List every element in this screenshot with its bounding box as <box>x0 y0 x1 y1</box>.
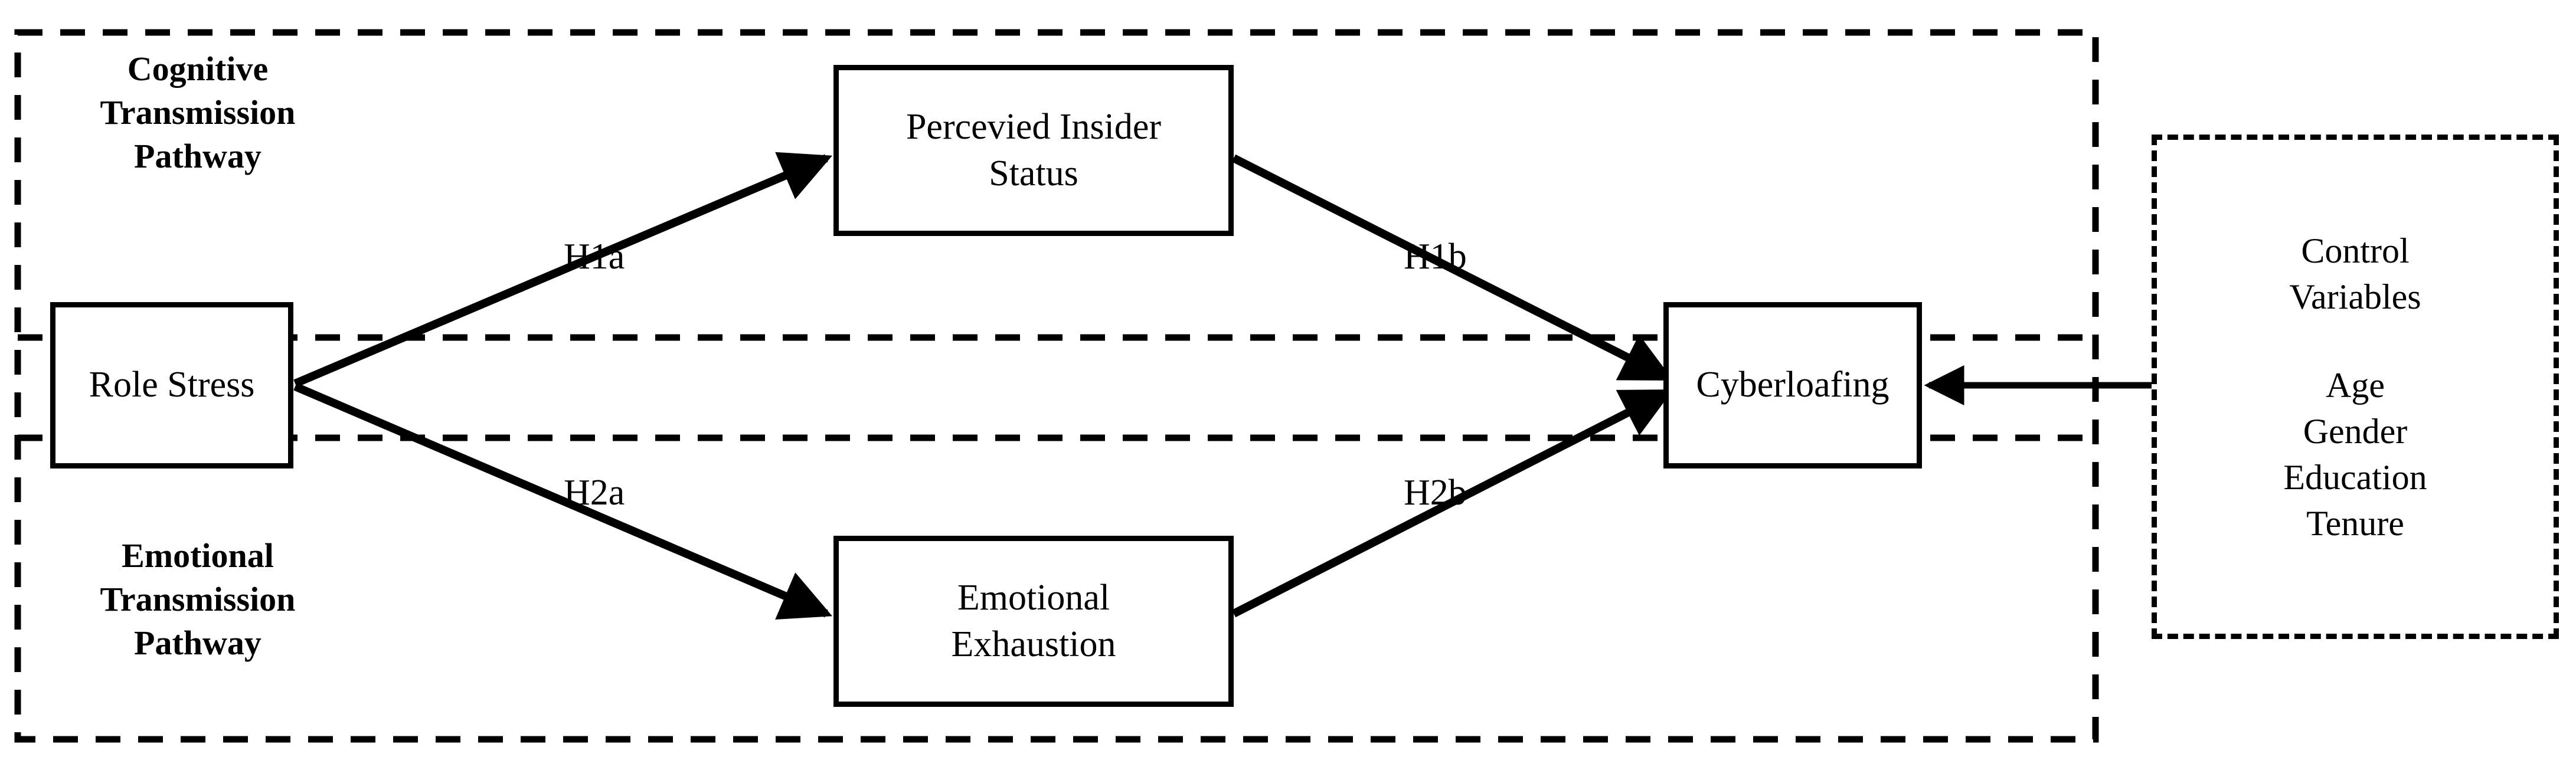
node-emotional-exhaustion[interactable]: Emotional Exhaustion <box>833 536 1234 707</box>
arrow-h2a <box>293 382 832 620</box>
node-role-stress[interactable]: Role Stress <box>50 302 293 468</box>
control-variables-box[interactable]: Control Variables Age Gender Education T… <box>2152 135 2559 639</box>
control-variables-heading: Control Variables <box>2289 231 2421 316</box>
control-variables-list: Age Gender Education Tenure <box>2283 365 2427 543</box>
node-role-stress-label: Role Stress <box>89 365 255 405</box>
node-perceived-insider-status-label: Percevied Insider Status <box>905 106 1162 194</box>
node-cyberloafing[interactable]: Cyberloafing <box>1663 302 1922 468</box>
node-cyberloafing-label: Cyberloafing <box>1696 365 1889 405</box>
node-perceived-insider-status[interactable]: Percevied Insider Status <box>833 65 1234 236</box>
arrow-h2b <box>1231 388 1673 618</box>
arrow-h1a <box>293 152 832 388</box>
hypothesis-label-h1b: H1b <box>1404 237 1467 277</box>
node-emotional-exhaustion-label: Emotional Exhaustion <box>951 577 1116 664</box>
emotional-pathway-caption: Emotional Transmission Pathway <box>100 536 296 663</box>
arrow-h1b <box>1231 154 1673 382</box>
hypothesis-label-h2a: H2a <box>564 473 625 513</box>
hypothesis-label-h2b: H2b <box>1404 473 1467 513</box>
hypothesis-label-h1a: H1a <box>564 237 625 277</box>
cognitive-pathway-caption: Cognitive Transmission Pathway <box>100 50 296 176</box>
